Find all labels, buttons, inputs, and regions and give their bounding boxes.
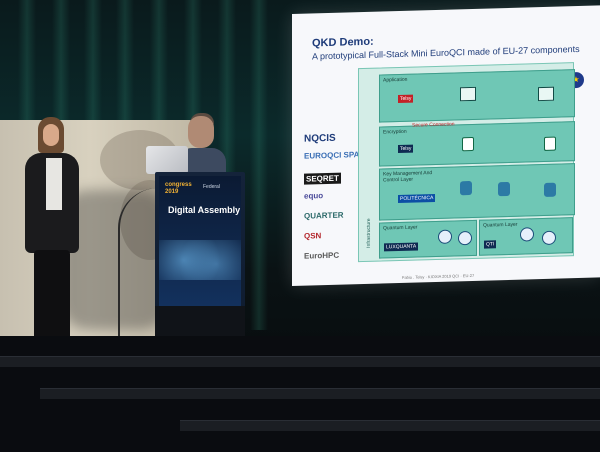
quantum-layer-right: Quantum Layer QTI [479, 217, 573, 256]
ministry-logo: Federal [203, 184, 220, 190]
face [188, 116, 214, 148]
layer-label: Application [383, 76, 408, 84]
light-glow [159, 240, 241, 280]
podium: congress 2019 Federal Digital Assembly [155, 172, 245, 342]
computer-icon [460, 86, 476, 102]
key-management-layer: Key Management And Control Layer POLITÉC… [379, 163, 575, 221]
quantum-node-icon [438, 229, 452, 244]
computer-icon [538, 86, 554, 102]
partner-logo: NQCIS [304, 132, 336, 145]
partner-logo: SEQRET [304, 172, 341, 185]
qti-logo: QTI [484, 240, 497, 249]
partner-logo: QSN [304, 231, 322, 241]
partner-logo: equo [304, 191, 324, 201]
database-icon [498, 181, 510, 197]
luxquanta-logo: LUXQUANTA [384, 242, 419, 252]
face [43, 124, 59, 146]
layer-label: Quantum Layer [483, 221, 518, 229]
projected-slide: QKD Demo: A prototypical Full-Stack Mini… [292, 5, 600, 286]
politecnica-logo: POLITÉCNICA [398, 193, 436, 204]
quantum-node-icon [458, 230, 472, 246]
congress-logo: congress 2019 [165, 182, 192, 195]
stage-step [180, 420, 600, 431]
partner-logos: NQCIS EUROQCI SPAIN SEQRET equo QUARTER … [304, 132, 367, 261]
curtain-fold [250, 0, 268, 330]
legs [34, 250, 70, 346]
slide-footnote: Fabio . Telsy · KIOXIA 2019 QCI · EU-27 [402, 272, 475, 280]
stage-step [0, 356, 600, 367]
layer-label: Key Management And Control Layer [383, 170, 433, 184]
database-icon [460, 180, 472, 196]
event-title: Digital Assembly [168, 205, 241, 215]
white-shirt [46, 158, 62, 210]
quantum-node-icon [542, 230, 556, 246]
partner-logo: EuroHPC [304, 250, 340, 261]
podium-display: congress 2019 Federal Digital Assembly [159, 176, 241, 306]
quantum-layer-left: Quantum Layer LUXQUANTA [379, 219, 477, 259]
cable [118, 188, 160, 338]
layer-label: Quantum Layer [383, 224, 418, 232]
vendor-logo: Telsy [398, 144, 414, 154]
layer-label: Encryption [383, 128, 407, 136]
partner-logo: QUARTER [304, 210, 344, 221]
slide-title: QKD Demo: [312, 35, 374, 50]
laptop [146, 146, 188, 174]
secure-connection-label: Secure Connection [412, 121, 455, 129]
stage-step [40, 388, 600, 399]
quantum-node-icon [520, 227, 534, 242]
encryption-layer: Encryption Telsy [379, 121, 575, 167]
application-layer: Application Telsy [379, 69, 575, 123]
lock-icon [544, 136, 556, 151]
infrastructure-label: Infrastructure [366, 218, 372, 248]
lock-icon [462, 136, 474, 152]
stage-floor [0, 336, 600, 452]
database-icon [544, 182, 556, 197]
architecture-diagram: Application Telsy Encryption Telsy Key M… [358, 62, 575, 263]
telsy-logo: Telsy [398, 94, 414, 104]
